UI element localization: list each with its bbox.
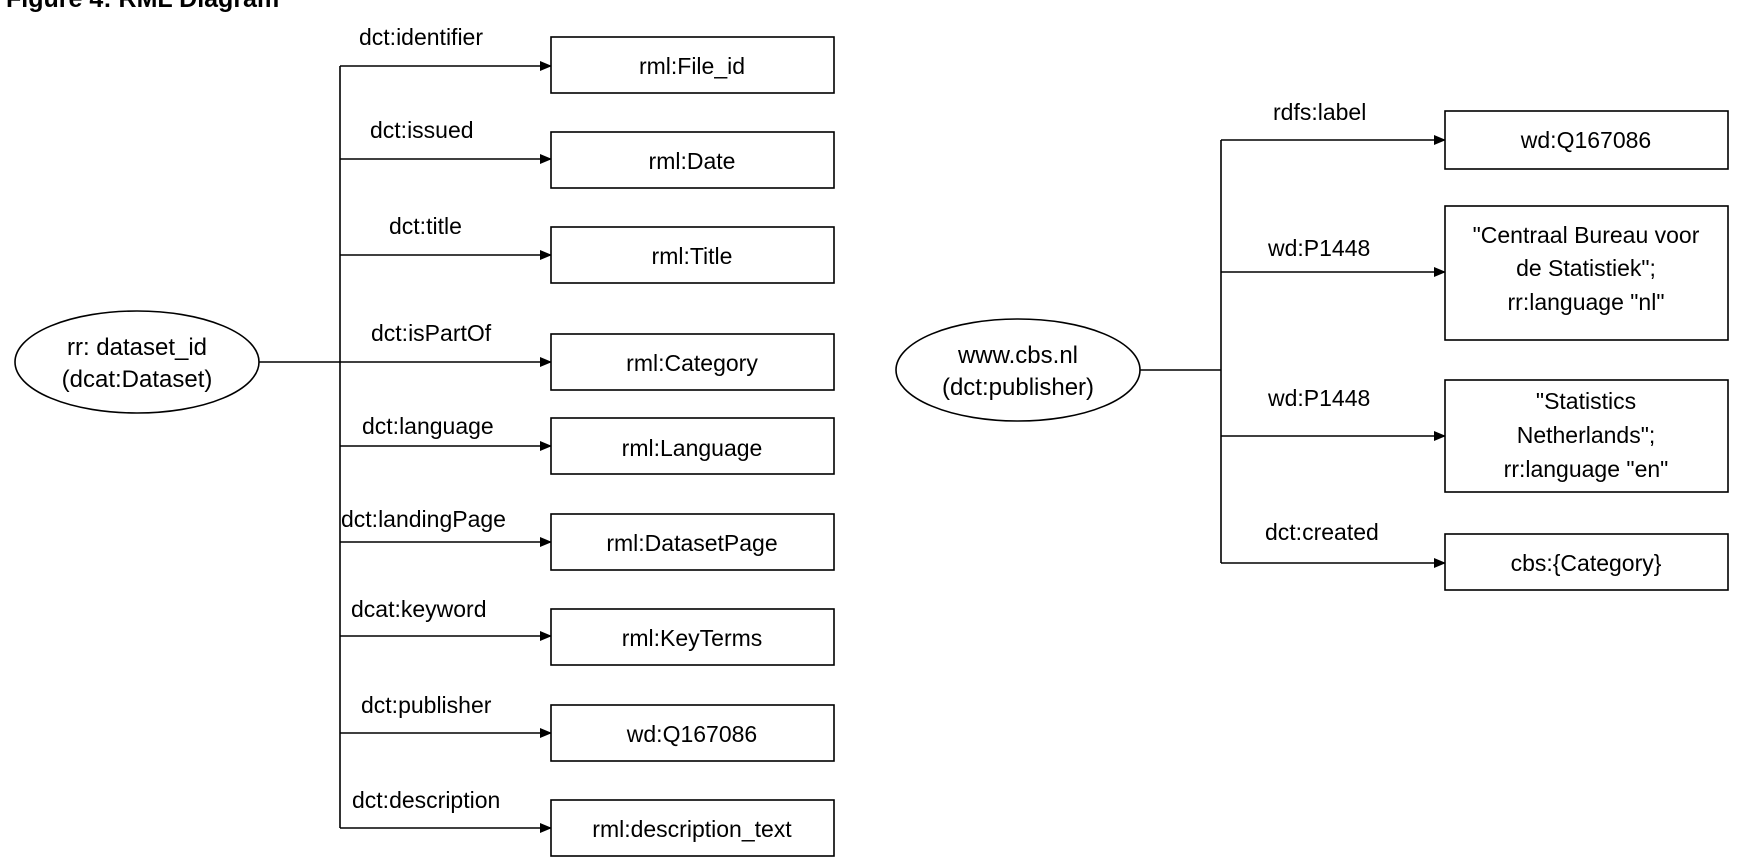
target-box-language [550,417,835,475]
target-box-name-nl [1444,205,1729,341]
dataset-edges: dct:identifier rml:File_id dct:issued rm… [340,24,835,857]
target-label-description: rml:description_text [592,816,792,842]
dataset-graph: rr: dataset_id (dcat:Dataset) dct:identi… [14,24,835,857]
dataset-node-label-line1: rr: dataset_id [67,334,207,361]
target-label-name-en-line3: rr:language "en" [1504,456,1669,482]
target-label-datasetpage: rml:DatasetPage [606,530,777,556]
target-box-category [550,333,835,391]
dataset-node-label-line2: (dcat:Dataset) [62,366,213,393]
target-label-name-nl-line3: rr:language "nl" [1508,289,1665,315]
target-label-q167086: wd:Q167086 [1520,127,1651,153]
dataset-node [14,310,260,414]
edge-label-description: dct:description [352,787,500,813]
target-label-date: rml:Date [649,148,736,174]
edge-label-ispartof: dct:isPartOf [371,320,492,346]
target-label-name-nl-line1: "Centraal Bureau voor [1473,222,1700,248]
publisher-node [895,318,1141,422]
edge-label-title: dct:title [389,213,462,239]
target-box-title [550,226,835,284]
edge-label-publisher: dct:publisher [361,692,492,718]
target-box-category-ref [1444,533,1729,591]
publisher-graph: www.cbs.nl (dct:publisher) rdfs:label wd… [895,99,1729,591]
target-box-publisher [550,704,835,762]
target-label-category-ref: cbs:{Category} [1511,550,1662,576]
edge-label-language: dct:language [362,413,494,439]
target-label-name-en-line1: "Statistics [1536,388,1636,414]
target-box-datasetpage [550,513,835,571]
edge-label-rdfs-label: rdfs:label [1273,99,1366,125]
figure-title: Figure 4: RML Diagram [6,0,279,13]
target-box-file-id [550,36,835,94]
publisher-node-label-line2: (dct:publisher) [942,374,1094,401]
target-label-name-en-line2: Netherlands"; [1517,422,1656,448]
target-label-name-nl-line2: de Statistiek"; [1516,255,1656,281]
target-box-date [550,131,835,189]
target-label-publisher: wd:Q167086 [626,721,757,747]
target-label-file-id: rml:File_id [639,53,745,79]
target-label-language: rml:Language [622,435,763,461]
edge-label-keyword: dcat:keyword [351,596,487,622]
edge-label-issued: dct:issued [370,117,474,143]
target-label-title: rml:Title [652,243,733,269]
publisher-node-label-line1: www.cbs.nl [957,342,1078,369]
edge-label-created: dct:created [1265,519,1379,545]
target-box-q167086 [1444,110,1729,170]
edge-label-identifier: dct:identifier [359,24,483,50]
target-label-category: rml:Category [626,350,758,376]
edge-label-p1448-nl: wd:P1448 [1267,235,1370,261]
target-box-description [550,799,835,857]
target-box-name-en [1444,379,1729,493]
target-label-keyterms: rml:KeyTerms [622,625,763,651]
edge-label-p1448-en: wd:P1448 [1267,385,1370,411]
target-box-keyterms [550,608,835,666]
edge-label-landingpage: dct:landingPage [341,506,506,532]
